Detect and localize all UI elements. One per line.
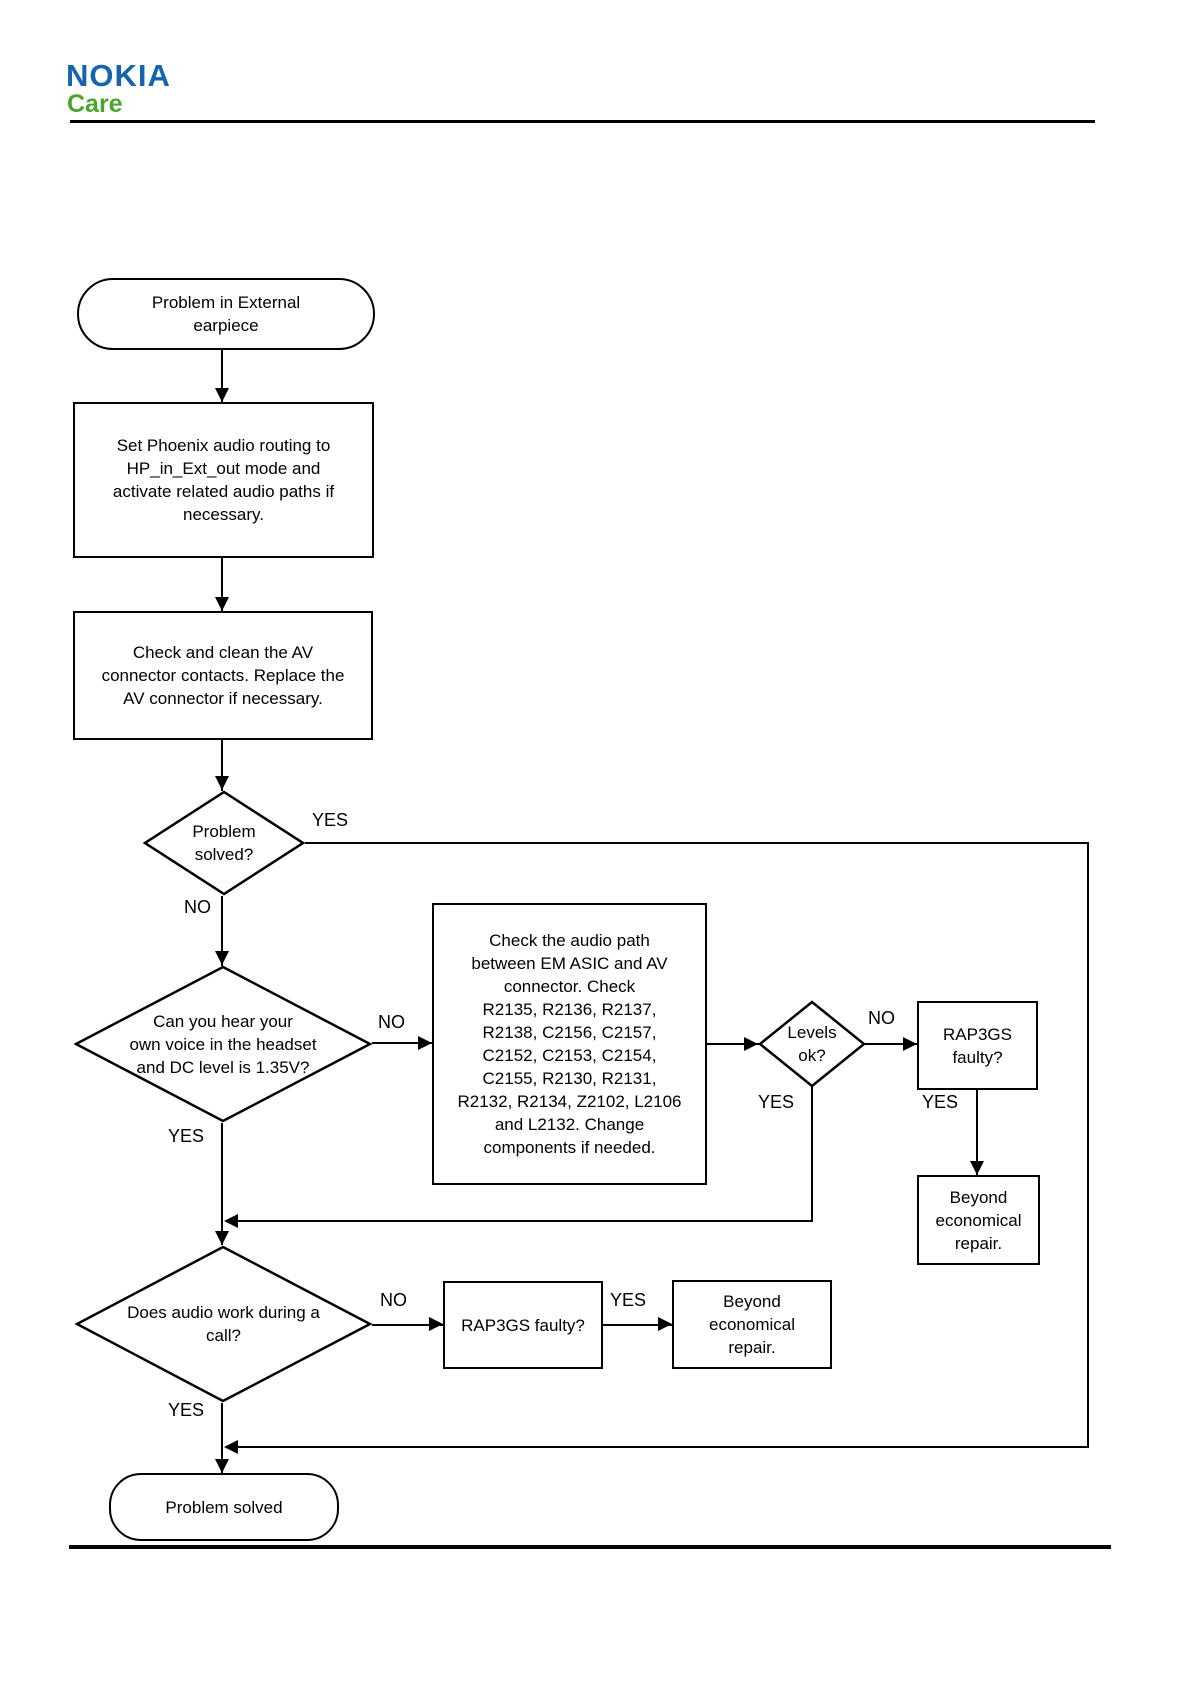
branch-label-no: NO	[868, 1008, 895, 1028]
decision-audio-during-call-label: Does audio work during a call?	[127, 1303, 320, 1345]
decision-levels-ok-label: Levels ok?	[787, 1023, 837, 1065]
branch-label-yes: YES	[758, 1092, 795, 1112]
arrowhead-right	[903, 1037, 917, 1051]
diamond-shape	[143, 790, 305, 896]
decision-audio-during-call: Does audio work during a call?	[75, 1245, 372, 1403]
nokia-logo: NOKIA	[66, 58, 171, 93]
connector-line	[603, 1324, 672, 1326]
diamond-shape	[74, 965, 372, 1123]
process-rap3gs-faulty-2: RAP3GS faulty?	[443, 1281, 603, 1369]
connector-line	[221, 350, 223, 403]
terminator-end: Problem solved	[109, 1473, 339, 1541]
process-rap3gs-faulty-1: RAP3GS faulty?	[917, 1001, 1038, 1090]
branch-label-yes: YES	[610, 1290, 647, 1310]
connector-line	[221, 558, 223, 612]
process-beyond-repair-1: Beyond economical repair.	[917, 1175, 1040, 1265]
process-set-audio-routing: Set Phoenix audio routing to HP_in_Ext_o…	[73, 402, 374, 558]
branch-label-no: NO	[378, 1012, 405, 1032]
connector-line	[372, 1042, 432, 1044]
branch-label-yes: YES	[922, 1092, 959, 1112]
feedback-loop-line	[1087, 842, 1089, 1448]
process-check-audio-path: Check the audio path between EM ASIC and…	[432, 903, 707, 1185]
connector-line	[865, 1043, 918, 1045]
connector-line	[221, 740, 223, 791]
header-rule	[70, 120, 1095, 123]
decision-problem-solved: Problem solved?	[143, 790, 305, 896]
connector-line	[976, 1090, 978, 1176]
arrowhead-down	[215, 1231, 229, 1245]
decision-hear-own-voice: Can you hear your own voice in the heads…	[74, 965, 372, 1123]
arrowhead-down	[970, 1161, 984, 1175]
care-logo: Care	[67, 90, 123, 118]
branch-label-no: NO	[380, 1290, 407, 1310]
branch-label-no: NO	[184, 897, 211, 917]
connector-line	[221, 1123, 223, 1245]
connector-line	[221, 1403, 223, 1473]
connector-line	[811, 1086, 813, 1222]
footer-rule	[69, 1545, 1111, 1549]
terminator-start: Problem in External earpiece	[77, 278, 375, 350]
decision-levels-ok: Levels ok?	[758, 1000, 866, 1088]
feedback-loop-line	[238, 1446, 1088, 1448]
decision-problem-solved-label: Problem solved?	[192, 822, 256, 864]
arrowhead-down	[215, 597, 229, 611]
arrowhead-right	[658, 1317, 672, 1331]
arrowhead-down	[215, 776, 229, 790]
branch-label-yes: YES	[168, 1400, 205, 1420]
arrowhead-down	[215, 951, 229, 965]
process-beyond-repair-2: Beyond economical repair.	[672, 1280, 832, 1369]
diamond-shape	[75, 1245, 372, 1403]
connector-line	[238, 1220, 812, 1222]
arrowhead-right	[744, 1037, 758, 1051]
arrowhead-right	[429, 1317, 443, 1331]
arrowhead-left	[224, 1440, 238, 1454]
diamond-shape	[758, 1000, 866, 1088]
branch-label-yes: YES	[312, 810, 349, 830]
arrowhead-down	[215, 388, 229, 402]
feedback-loop-line	[305, 842, 1089, 844]
connector-line	[707, 1043, 759, 1045]
connector-line	[221, 896, 223, 966]
arrowhead-left	[224, 1214, 238, 1228]
arrowhead-right	[418, 1036, 432, 1050]
branch-label-yes: YES	[168, 1126, 205, 1146]
connector-line	[372, 1324, 443, 1326]
arrowhead-down	[215, 1459, 229, 1473]
decision-hear-own-voice-label: Can you hear your own voice in the heads…	[129, 1011, 317, 1077]
process-check-av-connector: Check and clean the AV connector contact…	[73, 611, 373, 740]
